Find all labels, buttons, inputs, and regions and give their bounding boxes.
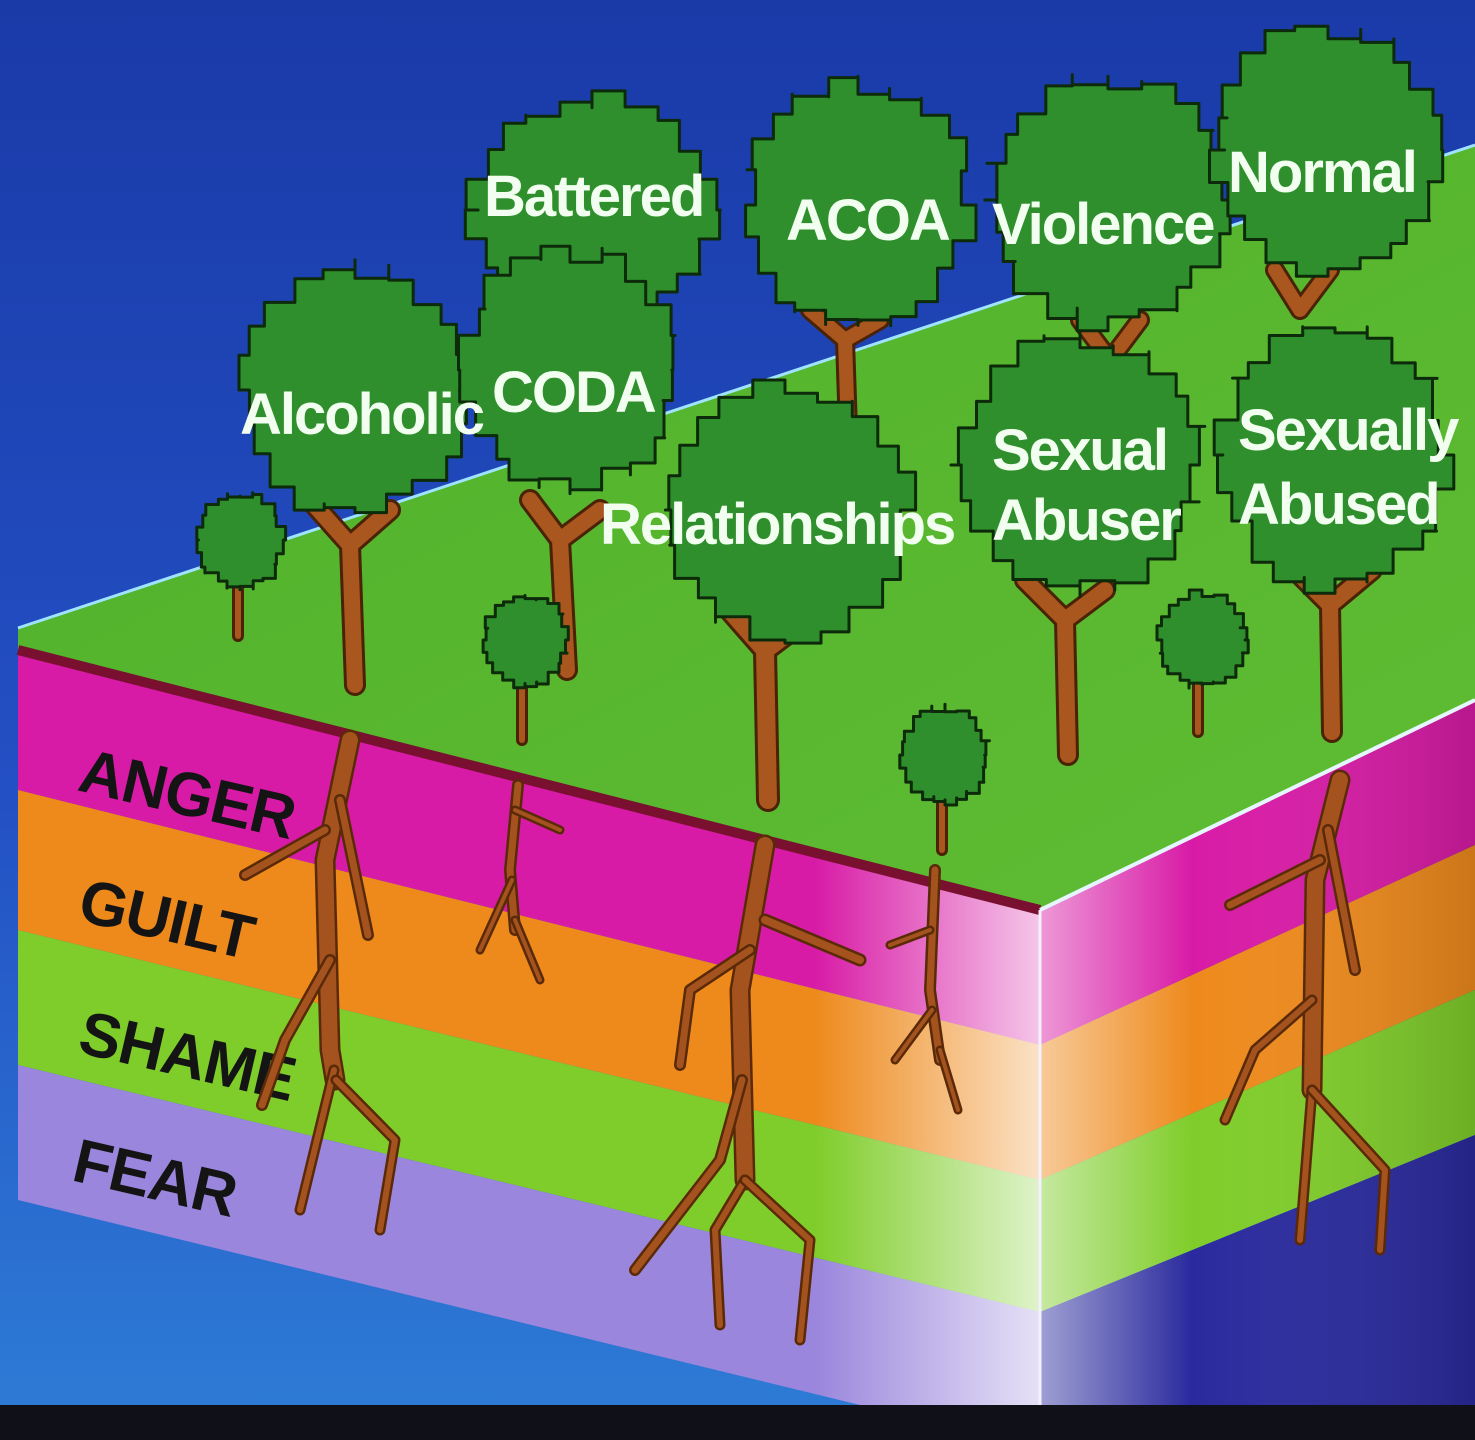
tree-normal-trunk — [1268, 263, 1337, 317]
tree-small-center-crown — [898, 702, 991, 807]
tree-labels: Alcoholic Battered CODA ACOA Violence No… — [240, 140, 1461, 557]
tree-label-abused: Abused — [1238, 472, 1439, 537]
root-alcoholic-e — [333, 1077, 398, 1233]
tree-violence-trunk — [1073, 313, 1147, 367]
root-rel-c — [631, 1076, 746, 1274]
bottom-border — [0, 1405, 1475, 1440]
tree-acoa-crown — [744, 74, 978, 328]
root-alcoholic-a — [241, 826, 329, 879]
tree-small-mid-crown — [481, 594, 570, 690]
ground-right-edge — [1039, 698, 1475, 912]
tree-sexual-abuser-crown — [949, 331, 1207, 599]
root-small-center-a — [888, 928, 932, 947]
root-sa-main — [1304, 772, 1348, 1098]
root-small-center-b — [893, 1008, 934, 1062]
tree-label-normal: Normal — [1228, 140, 1416, 205]
tree-label-alcoholic: Alcoholic — [240, 382, 484, 447]
root-rel-d — [712, 1177, 748, 1328]
tree-label-battered: Battered — [484, 164, 703, 229]
root-small-center-main — [926, 866, 944, 1064]
tree-label-sexually: Sexually — [1238, 398, 1459, 463]
tree-label-abuser: Abuser — [992, 488, 1181, 553]
root-alcoholic-c — [258, 956, 334, 1109]
root-rel-a — [761, 916, 864, 964]
tree-label-relationships: Relationships — [600, 492, 954, 557]
root-coda-a — [513, 808, 562, 832]
trees — [195, 24, 1456, 856]
tree-alcoholic-crown — [237, 258, 469, 515]
tree-coda-trunk — [522, 492, 608, 678]
tree-violence-crown — [983, 73, 1232, 333]
left-face — [18, 650, 1040, 1405]
root-sa-c — [1222, 997, 1315, 1123]
root-sa-b — [1324, 826, 1359, 974]
root-sa-d — [1297, 1087, 1315, 1243]
tree-label-sexual: Sexual — [992, 418, 1167, 483]
root-coda-b — [478, 878, 514, 952]
tree-coda-crown — [457, 244, 677, 496]
root-rel-main — [732, 837, 773, 1188]
root-rel-e — [742, 1177, 813, 1343]
root-alcoholic-d — [297, 1067, 337, 1213]
tree-small-left-crown — [195, 491, 288, 592]
tree-normal-crown — [1208, 24, 1445, 278]
root-alcoholic-b — [336, 796, 372, 939]
roots — [239, 729, 1391, 1346]
root-coda-c — [513, 918, 542, 982]
tree-label-violence: Violence — [992, 192, 1214, 257]
root-sa-e — [1309, 1087, 1388, 1253]
root-rel-b — [676, 946, 754, 1069]
tree-relationships-crown — [663, 378, 918, 645]
tree-label-coda: CODA — [492, 360, 656, 425]
ground-front-edge — [16, 645, 1042, 915]
tree-sexually-abused-crown — [1212, 325, 1456, 595]
tree-small-right-crown — [1155, 588, 1250, 690]
root-small-center-c — [938, 1048, 960, 1112]
root-sa-a — [1226, 856, 1324, 909]
tree-label-acoa: ACOA — [786, 188, 950, 253]
